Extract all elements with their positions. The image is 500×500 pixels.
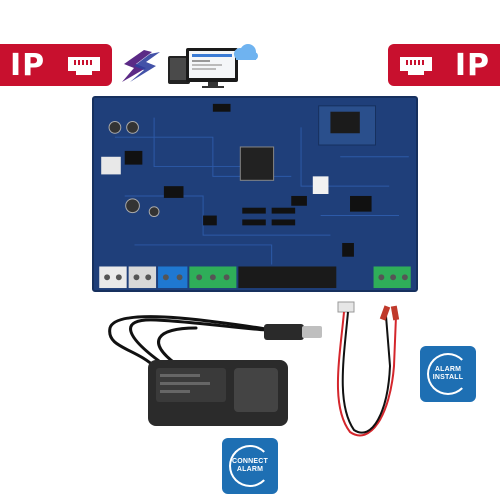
brand-logo-icon <box>122 50 160 82</box>
power-supply-image <box>108 315 322 426</box>
app-label-line1: ALARM <box>434 366 462 373</box>
ip-label-right: IP <box>454 47 490 83</box>
ring-icon <box>229 445 271 487</box>
connect-alarm-app-icon: CONNECT ALARM <box>222 438 278 494</box>
ip-badge-right: IP <box>388 44 500 86</box>
ethernet-port-icon <box>68 57 100 75</box>
cloud-icon <box>234 44 258 60</box>
ip-badge-left: IP <box>0 44 112 86</box>
ethernet-port-icon <box>400 57 432 75</box>
ring-icon <box>427 353 469 395</box>
app-label-line2: INSTALL <box>432 374 464 381</box>
alarm-install-app-icon: ALARM INSTALL <box>420 346 476 402</box>
battery-wire-image <box>337 301 400 437</box>
app-label-line2: ALARM <box>236 466 264 473</box>
ip-label-left: IP <box>10 47 46 83</box>
app-label-line1: CONNECT <box>231 458 268 465</box>
app-label: ALARM INSTALL <box>433 366 463 382</box>
app-label: CONNECT ALARM <box>232 458 268 474</box>
circuit-board-image <box>92 96 418 292</box>
devices-icon <box>168 44 258 88</box>
